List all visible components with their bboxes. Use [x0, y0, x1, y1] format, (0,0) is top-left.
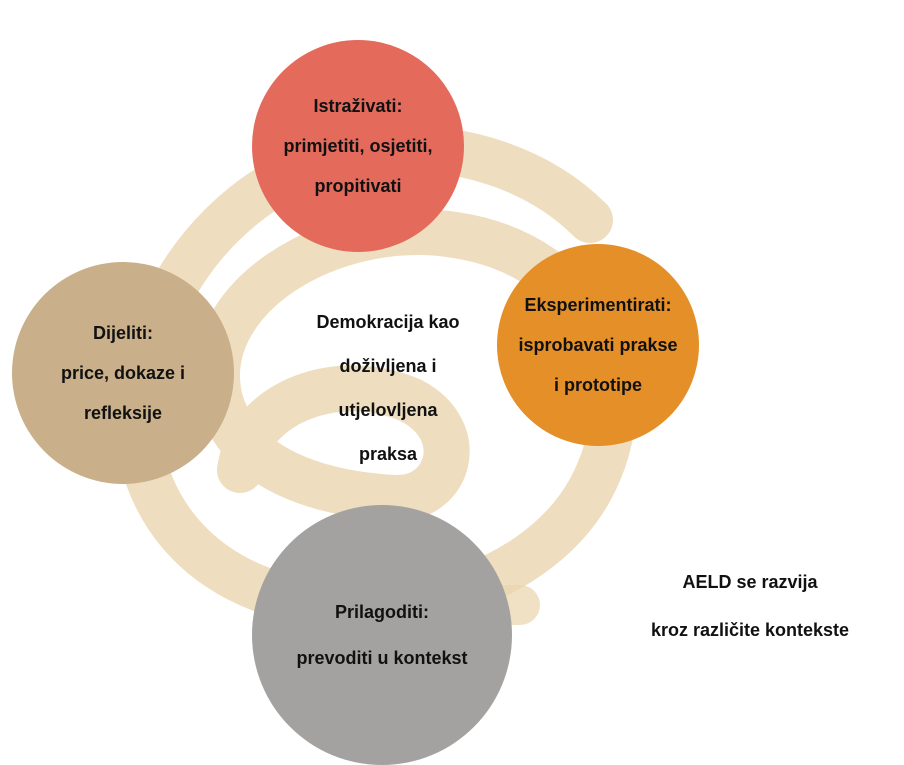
- aeld-note-line-2: kroz različite kontekste: [650, 620, 850, 640]
- eksperimentirati-circle: Eksperimentirati: isprobavati prakse i p…: [497, 244, 699, 446]
- eksperimentirati-line-3: i prototipe: [554, 375, 642, 395]
- aeld-note-line-1: AELD se razvija: [682, 572, 818, 592]
- istrazivati-circle: Istraživati: primjetiti, osjetiti, propi…: [252, 40, 464, 252]
- dijeliti-circle: Dijeliti: price, dokaze i refleksije: [12, 262, 234, 484]
- istrazivati-title: Istraživati:: [313, 96, 403, 116]
- istrazivati-line-2: primjetiti, osjetiti,: [283, 136, 433, 156]
- prilagoditi-title: Prilagoditi:: [335, 602, 429, 622]
- dijeliti-title: Dijeliti:: [92, 323, 153, 343]
- prilagoditi-circle: Prilagoditi: prevoditi u kontekst: [252, 505, 512, 765]
- center-line-2: doživljena i: [339, 356, 437, 376]
- eksperimentirati-title: Eksperimentirati:: [524, 295, 672, 315]
- prilagoditi-line-2: prevoditi u kontekst: [296, 648, 468, 668]
- dijeliti-line-3: refleksije: [83, 403, 163, 423]
- aeld-note: AELD se razvija kroz različite kontekste: [600, 558, 900, 654]
- center-line-3: utjelovljena: [338, 400, 438, 420]
- center-line-4: praksa: [358, 444, 418, 464]
- center-line-1: Demokracija kao: [316, 312, 460, 332]
- eksperimentirati-line-2: isprobavati prakse: [518, 335, 678, 355]
- dijeliti-line-2: price, dokaze i: [60, 363, 186, 383]
- istrazivati-line-3: propitivati: [314, 176, 402, 196]
- center-label: Demokracija kao doživljena i utjelovljen…: [268, 300, 508, 476]
